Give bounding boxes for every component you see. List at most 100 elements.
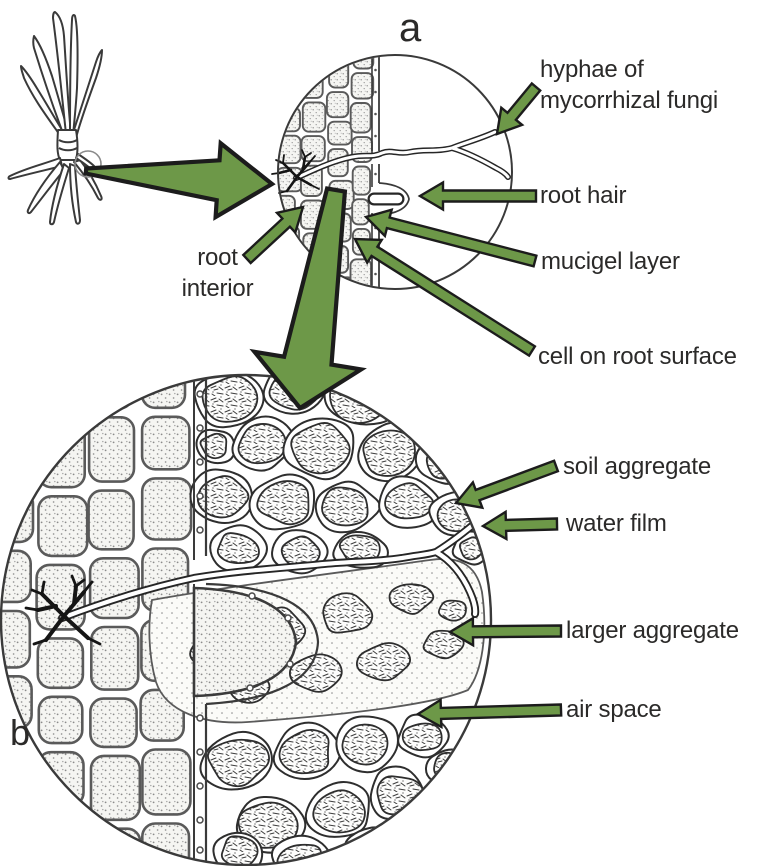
root-cell	[279, 72, 303, 105]
root-cell	[300, 56, 329, 68]
label-mucigel-layer: mucigel layer	[541, 248, 680, 275]
root-cell	[89, 697, 138, 749]
plant-leaf	[52, 11, 72, 135]
soil-aggregate-blob	[401, 722, 443, 752]
plant-leaf	[71, 49, 103, 139]
label-air-space: air space	[566, 696, 662, 723]
root-cell	[90, 625, 140, 691]
soil-aggregate-blob	[201, 376, 259, 423]
root-cell	[2, 376, 37, 419]
root-cell	[299, 70, 324, 99]
label-line: mycorrhizal fungi	[540, 87, 718, 114]
root-cell	[87, 489, 135, 551]
root-cell	[351, 198, 370, 226]
arrow-root-hair	[417, 180, 538, 212]
panel-a-circle	[249, 37, 513, 290]
arrow-mucigel-layer	[363, 207, 538, 268]
plant-illustration	[7, 11, 103, 226]
soil-aggregate-blob	[278, 728, 330, 775]
panel-a-letter: a	[399, 6, 422, 50]
plant-root	[69, 163, 81, 225]
arrow-root-interior	[241, 205, 305, 265]
soil-aggregate-blob	[322, 592, 374, 634]
label-root-hair: root hair	[540, 182, 627, 209]
arrow-larger-aggregate	[447, 616, 563, 648]
root-cell	[37, 813, 88, 864]
soil-aggregate-blob	[388, 583, 435, 615]
root-cell	[349, 102, 372, 134]
root-cell	[279, 134, 302, 165]
mucigel-bacteria-dots-b	[196, 390, 294, 854]
soil-aggregate-blob	[290, 422, 351, 475]
soil-aggregate-blob	[288, 653, 343, 693]
magnification-arrows	[83, 139, 367, 411]
root-cell	[2, 609, 32, 669]
root-hair-base-b	[192, 586, 298, 698]
arrow-water-film	[480, 509, 559, 541]
panel-b-circle	[0, 373, 493, 866]
label-cell-on-root-surface: cell on root surface	[538, 343, 737, 370]
panel-a-outline	[277, 54, 513, 290]
arbuscule-b	[24, 574, 102, 646]
zoom-origin-circle	[74, 150, 102, 178]
plant-crown	[56, 129, 79, 161]
mucigel-boundary-b	[193, 376, 320, 864]
soil-aggregate-blob	[437, 599, 467, 622]
root-cell	[250, 37, 274, 64]
arrow-a-to-b	[249, 186, 367, 411]
root-cell	[36, 637, 85, 690]
plant-crown-mark	[58, 139, 78, 152]
soil-aggregate-blob	[355, 642, 411, 682]
arrow-soil-aggregate	[453, 459, 560, 510]
root-cell	[301, 101, 327, 133]
root-cell	[325, 91, 350, 119]
root-cell	[351, 165, 372, 196]
root-cell	[90, 827, 142, 864]
arbuscule-a	[271, 149, 320, 194]
arrow-plant-to-a	[83, 139, 276, 221]
soil-aggregate-blob	[341, 723, 389, 766]
root-cell	[37, 494, 89, 558]
plant-leaf	[69, 14, 79, 137]
root-cell	[2, 810, 31, 863]
label-water-film: water film	[566, 510, 667, 537]
soil-aggregate-blob	[312, 789, 366, 834]
root-cell	[279, 56, 298, 71]
plant-root	[26, 161, 65, 215]
hypha-a	[293, 129, 511, 181]
root-cell	[250, 135, 275, 162]
label-line: root	[197, 244, 238, 271]
plant-leaf	[32, 35, 70, 137]
root-cell	[37, 695, 84, 745]
root-cell	[89, 754, 142, 822]
soil-aggregate-blob	[207, 738, 270, 788]
soil-aggregate-blob	[220, 835, 259, 864]
root-cell	[140, 376, 187, 410]
soil-aggregate-blob	[384, 482, 435, 520]
label-larger-aggregate: larger aggregate	[566, 617, 739, 644]
root-cell	[326, 56, 350, 57]
soil-aggregate-blob	[237, 423, 287, 465]
soil-aggregate-blob	[321, 486, 369, 527]
root-cell	[141, 748, 192, 816]
root-cell	[87, 376, 135, 410]
root-cell	[250, 104, 274, 131]
plant-leaf	[20, 65, 67, 139]
soil-aggregate-blob	[452, 410, 490, 448]
root-cell	[249, 69, 272, 99]
root-cell	[2, 424, 33, 484]
root-cell	[250, 200, 272, 224]
soil-aggregate-blob	[362, 429, 416, 477]
root-cell	[279, 260, 301, 287]
label-root-interior: root interior	[155, 242, 280, 304]
soil-aggregate-blob	[196, 475, 250, 519]
soil-aggregate-blob	[256, 480, 310, 526]
root-cell	[87, 415, 136, 483]
root-cell	[327, 120, 353, 146]
soil-aggregate-blob	[216, 532, 260, 565]
label-hyphae-of-mycorrhizal-fungi: hyphae of mycorrhizal fungi	[540, 54, 718, 116]
water-film-outline	[441, 406, 490, 454]
root-cell	[140, 415, 191, 471]
